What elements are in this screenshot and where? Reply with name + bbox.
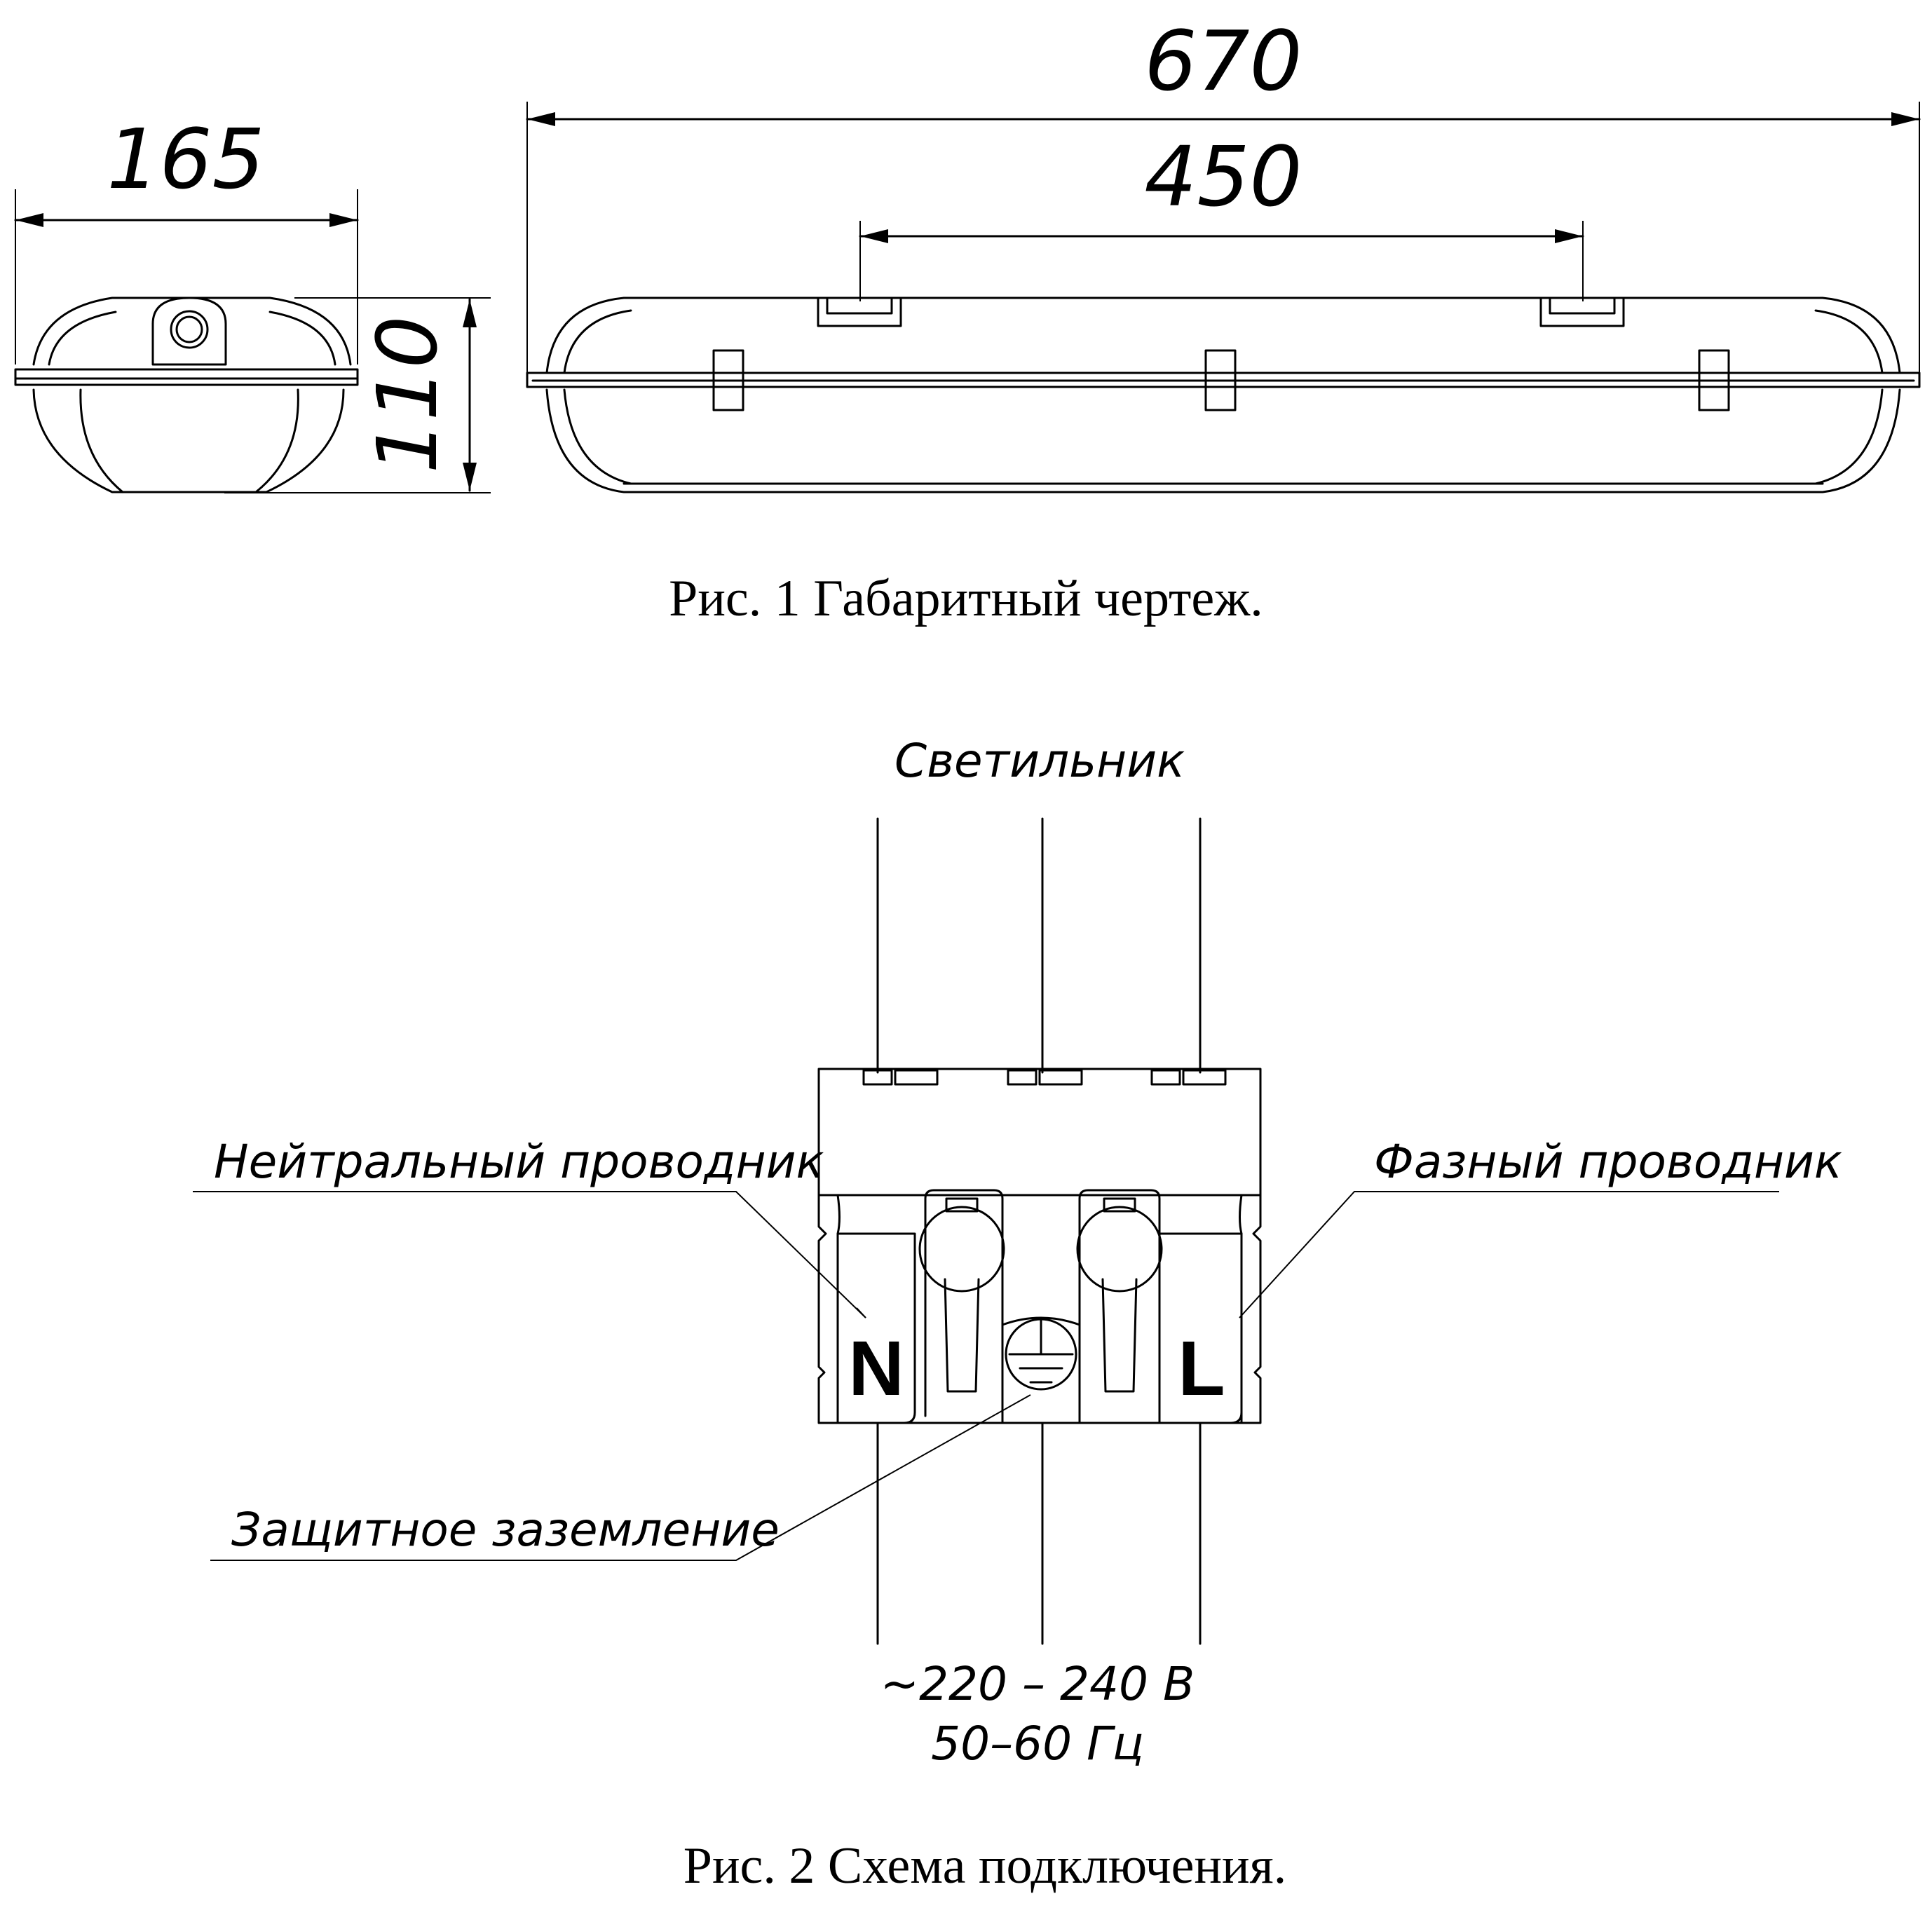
neutral-leader [193, 1191, 866, 1318]
supply-frequency-label: 50–60 Гц [931, 1717, 1144, 1771]
ground-leader [210, 1394, 1031, 1561]
cable-gland-hole [170, 310, 209, 349]
screw-terminal-icon-l [1078, 1189, 1161, 1417]
terminal-block: N L [817, 1068, 1262, 1424]
side-view: 670 450 [526, 13, 1921, 493]
supply-voltage-label: ~220 – 240 В [880, 1657, 1195, 1711]
cable-gland [151, 297, 227, 366]
end-view-housing-bottom [32, 388, 345, 493]
screw-terminal-icon-n [924, 1189, 1004, 1417]
mount-bracket-right [1539, 297, 1625, 327]
side-view-housing [545, 297, 1901, 374]
terminal-n-housing [836, 1232, 916, 1424]
end-view-housing-top [32, 297, 352, 366]
clip-3 [1698, 349, 1730, 411]
wiring-diagram: Светильник N [193, 734, 1842, 1771]
side-view-flange [526, 372, 1921, 388]
luminaire-label: Светильник [894, 734, 1185, 788]
terminal-block-bottom [817, 1194, 1262, 1424]
ground-label: Защитное заземление [231, 1503, 780, 1557]
end-view-flange [14, 368, 359, 386]
clip-2 [1204, 349, 1237, 411]
dim-width-label: 165 [107, 111, 264, 207]
terminal-block-top [817, 1068, 1262, 1197]
fig1-caption: Рис. 1 Габаритный чертеж. [669, 570, 1263, 627]
phase-label: Фазный проводник [1374, 1135, 1842, 1189]
ground-icon [1005, 1318, 1077, 1391]
terminal-pe-housing [1001, 1316, 1081, 1424]
terminal-l-letter: L [1178, 1325, 1225, 1412]
mount-bracket-left [817, 297, 902, 327]
terminal-n-letter: N [848, 1325, 904, 1412]
neutral-label: Нейтральный проводник [214, 1135, 824, 1189]
dim-mount-label: 450 [1144, 128, 1302, 225]
fig2-caption: Рис. 2 Схема подключения. [683, 1837, 1286, 1895]
terminal-l-housing [1158, 1232, 1243, 1424]
end-view: 165 110 [14, 111, 491, 493]
clip-1 [712, 349, 744, 411]
dim-height-label: 110 [359, 315, 456, 473]
phase-leader [1239, 1191, 1779, 1318]
dim-length-label: 670 [1144, 13, 1302, 109]
